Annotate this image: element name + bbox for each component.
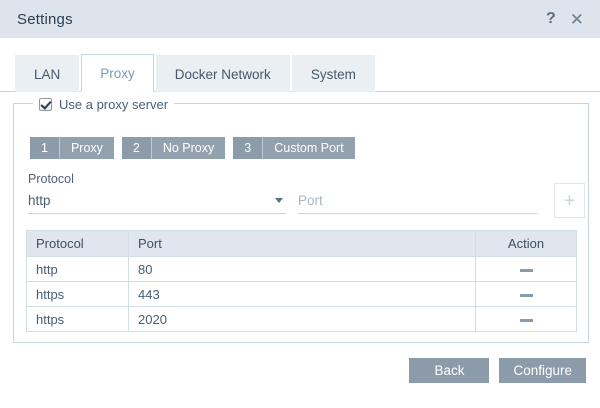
add-port-button[interactable]: + xyxy=(554,183,585,218)
proxy-fieldset: Use a proxy server 1 Proxy 2 No Proxy 3 … xyxy=(13,95,589,343)
cell-port: 2020 xyxy=(128,306,476,332)
cell-port: 80 xyxy=(128,256,476,282)
step-label-proxy: Proxy xyxy=(58,137,114,159)
step-number-3: 3 xyxy=(233,137,263,159)
step-badge-custom-port[interactable]: 3 Custom Port xyxy=(233,137,355,159)
column-header-action: Action xyxy=(475,230,577,257)
window-titlebar: Settings ? ✕ xyxy=(0,0,600,38)
cell-protocol: https xyxy=(26,281,129,307)
help-icon[interactable]: ? xyxy=(545,10,556,27)
tab-proxy[interactable]: Proxy xyxy=(81,54,154,92)
step-label-custom-port: Custom Port xyxy=(262,137,355,159)
use-proxy-server-checkbox[interactable] xyxy=(39,97,52,111)
protocol-label: Protocol xyxy=(28,172,74,186)
port-field: Port xyxy=(298,172,538,214)
remove-icon[interactable] xyxy=(519,318,533,322)
cell-action xyxy=(475,256,577,282)
table-row: https 2020 xyxy=(26,306,577,332)
ports-table-wrapper: Protocol Port Action http 80 https 443 xyxy=(26,230,577,332)
cell-port: 443 xyxy=(128,281,476,307)
protocol-selected-value: http xyxy=(28,193,51,208)
step-number-1: 1 xyxy=(30,137,59,159)
tab-strip: LAN Proxy Docker Network System xyxy=(0,38,600,92)
protocol-field: Protocol http xyxy=(28,172,286,214)
step-badges: 1 Proxy 2 No Proxy 3 Custom Port xyxy=(30,137,355,159)
tab-lan[interactable]: LAN xyxy=(15,55,80,92)
tab-system[interactable]: System xyxy=(291,55,375,92)
cell-action xyxy=(475,281,577,307)
chevron-down-icon xyxy=(275,198,283,203)
use-proxy-server-legend: Use a proxy server xyxy=(33,95,175,113)
window-title: Settings xyxy=(17,10,73,28)
table-header-row: Protocol Port Action xyxy=(26,230,577,257)
cell-protocol: https xyxy=(26,306,129,332)
step-number-2: 2 xyxy=(121,137,151,159)
table-row: https 443 xyxy=(26,281,577,307)
port-placeholder: Port xyxy=(298,193,323,208)
column-header-port: Port xyxy=(128,230,476,257)
ports-table: Protocol Port Action http 80 https 443 xyxy=(26,230,577,332)
step-badge-proxy[interactable]: 1 Proxy xyxy=(30,137,114,159)
cell-action xyxy=(475,306,577,332)
step-badge-no-proxy[interactable]: 2 No Proxy xyxy=(121,137,226,159)
close-icon[interactable]: ✕ xyxy=(569,9,584,29)
add-port-row: Protocol http Port + xyxy=(28,172,585,218)
cell-protocol: http xyxy=(26,256,129,282)
table-row: http 80 xyxy=(26,256,577,282)
column-header-protocol: Protocol xyxy=(26,230,129,257)
back-button[interactable]: Back xyxy=(409,357,490,383)
tab-docker-network[interactable]: Docker Network xyxy=(155,55,290,92)
tab-list: LAN Proxy Docker Network System xyxy=(15,54,377,92)
configure-button[interactable]: Configure xyxy=(499,357,586,383)
step-label-no-proxy: No Proxy xyxy=(150,137,226,159)
use-proxy-server-label: Use a proxy server xyxy=(59,96,169,112)
protocol-select[interactable]: http xyxy=(28,189,286,214)
port-input[interactable]: Port xyxy=(298,189,538,214)
remove-icon[interactable] xyxy=(519,268,533,272)
dialog-footer: Back Configure xyxy=(0,355,600,385)
titlebar-actions: ? ✕ xyxy=(546,11,584,28)
remove-icon[interactable] xyxy=(519,293,533,297)
